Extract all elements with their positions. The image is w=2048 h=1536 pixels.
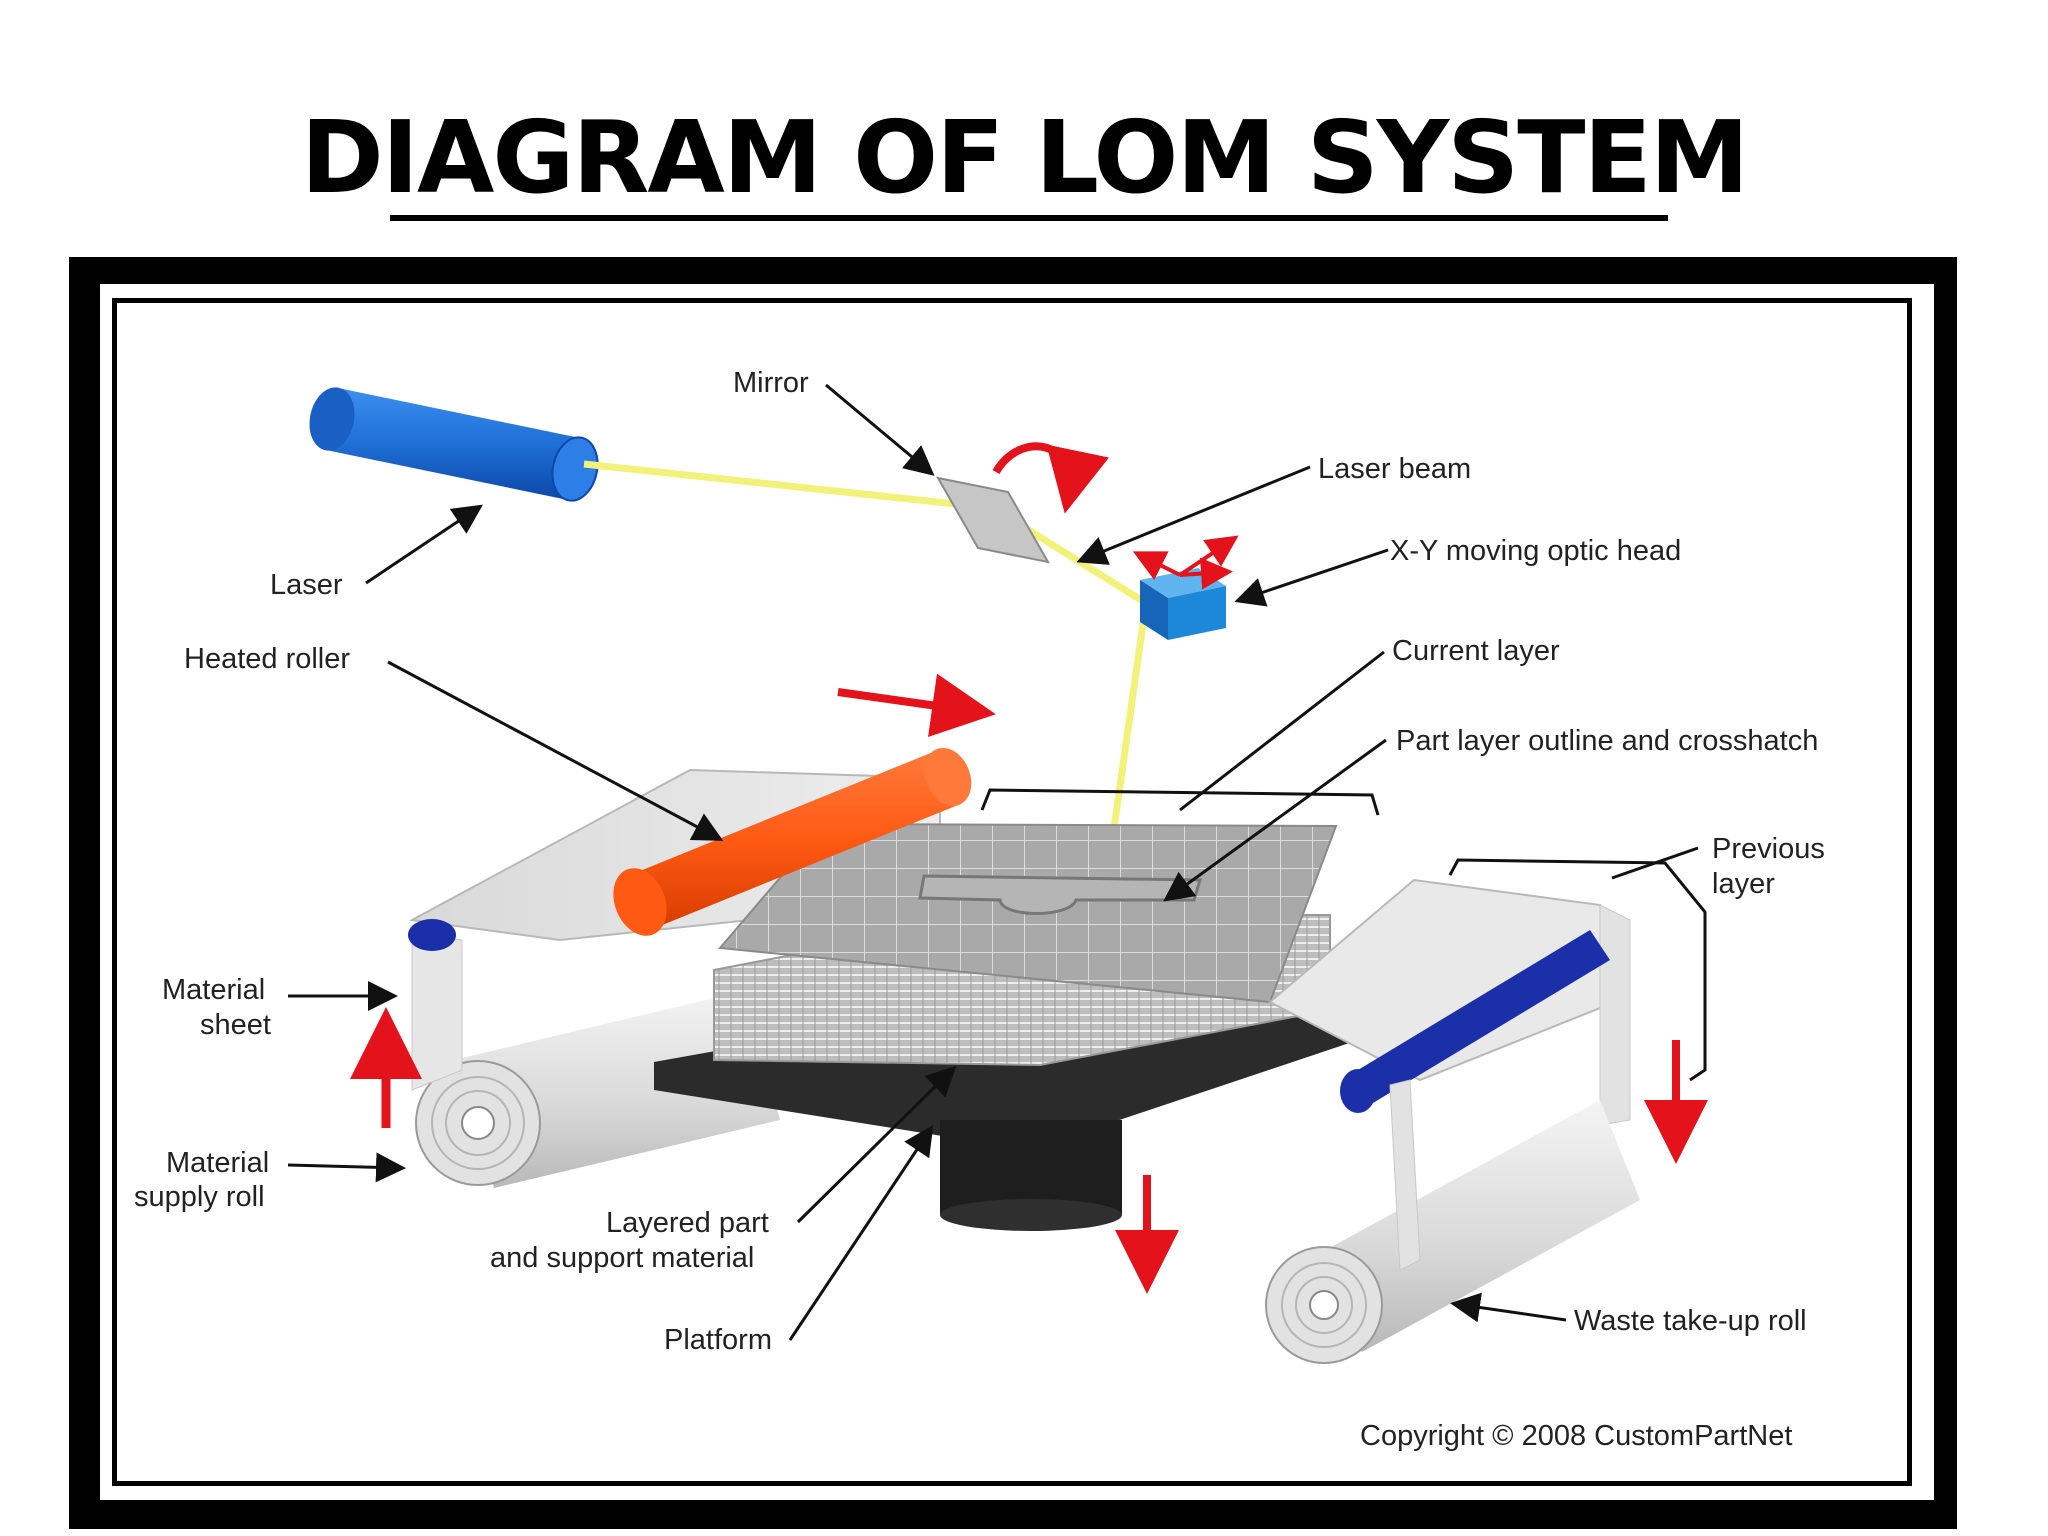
heated-roller [613, 747, 972, 936]
current-layer-bracket [980, 788, 1380, 816]
waste-take-up-roll [1265, 1079, 1640, 1364]
laser-beam [583, 460, 1150, 871]
label-layered-part-line1: Layered part [606, 1207, 769, 1239]
label-material-sheet-line2: sheet [200, 1009, 271, 1041]
label-layered-part-line2: and support material [490, 1242, 754, 1274]
label-platform: Platform [664, 1324, 772, 1356]
mirror [936, 476, 1050, 564]
right-guide-roller [1340, 930, 1610, 1113]
label-laser-beam: Laser beam [1318, 453, 1471, 485]
label-mirror: Mirror [733, 367, 809, 399]
optic-head-cube [1140, 568, 1226, 640]
label-part-outline: Part layer outline and crosshatch [1396, 725, 1818, 757]
slide-title: DIAGRAM OF LOM SYSTEM [300, 99, 1750, 216]
title-underline [390, 215, 1668, 221]
label-previous-layer-line1: Previous [1712, 833, 1825, 865]
label-supply-roll-line2: supply roll [134, 1181, 265, 1213]
copyright-notice: Copyright © 2008 CustomPartNet [1360, 1420, 1792, 1452]
waste-sheet [1268, 878, 1631, 1126]
label-laser: Laser [270, 569, 343, 601]
label-optic-head: X-Y moving optic head [1390, 535, 1681, 567]
left-guide-roller-cap [408, 919, 456, 951]
material-sheet [411, 934, 463, 1091]
part-layer-outline [918, 874, 1203, 915]
label-previous-layer-line2: layer [1712, 868, 1775, 900]
previous-layer-bracket [1448, 858, 1707, 1082]
optic-head-motion-arrows [1132, 535, 1239, 590]
laser-cylinder [309, 387, 599, 502]
label-supply-roll-line1: Material [166, 1147, 269, 1179]
image-frame-border [112, 298, 1912, 1486]
label-material-sheet-line1: Material [162, 974, 265, 1006]
material-supply-roll [415, 990, 780, 1188]
label-heated-roller: Heated roller [184, 643, 350, 675]
leader-lines [287, 383, 1699, 1341]
roller-direction-arrow [837, 673, 996, 737]
mirror-rotation-arrow [992, 442, 1110, 514]
label-waste-roll: Waste take-up roll [1574, 1305, 1807, 1337]
label-current-layer: Current layer [1392, 635, 1560, 667]
